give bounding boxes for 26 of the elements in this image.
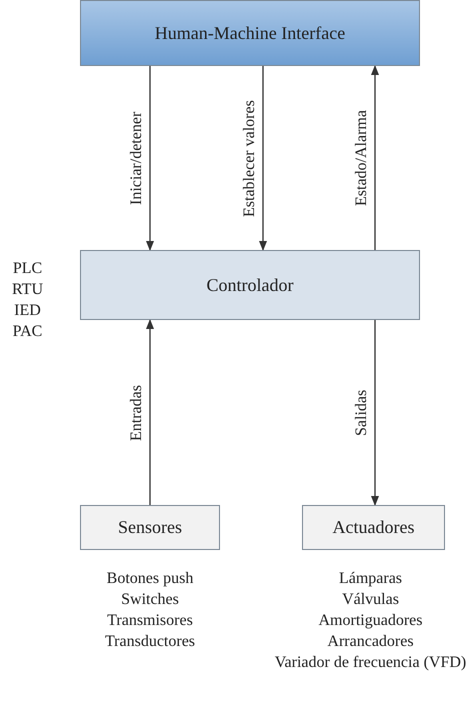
item-label: RTU [10, 280, 44, 300]
node-label: Actuadores [332, 517, 414, 538]
item-label: Lámparas [338, 569, 404, 589]
node-label: Controlador [206, 274, 294, 296]
item-label: IED [13, 301, 42, 321]
node-label: Human-Machine Interface [154, 22, 346, 44]
node-label: Sensores [118, 517, 182, 538]
item-label: Arrancadores [326, 632, 415, 652]
item-label: PLC [12, 259, 44, 279]
actuator-box [302, 505, 445, 550]
item-label: Amortiguadores [318, 611, 424, 631]
interface-box [80, 0, 420, 66]
arrow [371, 65, 379, 250]
item-label: Transductores [104, 632, 196, 652]
item-label: Válvulas [341, 590, 400, 610]
item-label: Variador de frecuencia (VFD) [274, 653, 468, 673]
sensor-box [80, 505, 220, 550]
item-label: Switches [120, 590, 180, 610]
arrow [146, 319, 154, 505]
arrow [259, 66, 267, 251]
item-label: PAC [12, 322, 44, 342]
arrow [371, 320, 379, 506]
item-label: Botones push [106, 569, 194, 589]
controller-box [80, 250, 420, 320]
arrow [146, 66, 154, 251]
item-label: Transmisores [106, 611, 194, 631]
